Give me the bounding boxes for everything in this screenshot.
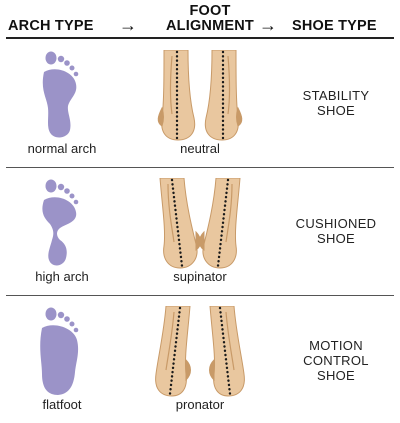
row-divider: [6, 167, 394, 168]
footprint-normal-arch-icon: [42, 51, 79, 138]
feet-supinator-illustration: [159, 178, 241, 269]
header-rule: [6, 37, 394, 39]
row-high-arch: high arch supinator CUSHIONED SHOE: [0, 170, 400, 295]
arrow-right-icon: →: [259, 15, 278, 35]
shoe-line: CONTROL: [303, 353, 369, 368]
alignment-label: neutral: [180, 141, 220, 156]
arch-label: high arch: [35, 269, 89, 284]
shoe-type-label: STABILITY SHOE: [282, 88, 390, 118]
arch-label: flatfoot: [42, 397, 82, 412]
shoe-line: MOTION: [309, 338, 363, 353]
column-headers: ARCH TYPE → FOOT ALIGNMENT → SHOE TYPE: [0, 0, 400, 40]
row-flatfoot: flatfoot pronator MOTION CONTROL SHOE: [0, 298, 400, 423]
shoe-type-label: MOTION CONTROL SHOE: [282, 338, 390, 383]
arch-label: normal arch: [27, 141, 97, 156]
shoe-type-label: CUSHIONED SHOE: [282, 216, 390, 246]
shoe-line: SHOE: [316, 368, 356, 383]
arrow-right-icon: →: [119, 15, 138, 35]
shoe-line: SHOE: [316, 103, 356, 118]
footprint-high-arch-icon: [42, 179, 79, 266]
alignment-label: supinator: [173, 269, 227, 284]
header-alignment-line1: FOOT: [189, 3, 231, 19]
shoe-line: SHOE: [316, 231, 356, 246]
header-arch-type: ARCH TYPE: [8, 18, 94, 34]
alignment-label: pronator: [175, 397, 225, 412]
header-shoe-type: SHOE TYPE: [292, 18, 377, 34]
feet-neutral-illustration: [157, 50, 243, 141]
feet-pronator-illustration: [155, 306, 245, 397]
shoe-line: STABILITY: [302, 88, 370, 103]
shoe-line: CUSHIONED: [295, 216, 377, 231]
footprint-flatfoot-icon: [40, 307, 79, 395]
row-normal-arch: normal arch neutral STABILITY SHOE: [0, 42, 400, 167]
header-alignment-line2: ALIGNMENT: [166, 18, 254, 34]
row-divider: [6, 295, 394, 296]
